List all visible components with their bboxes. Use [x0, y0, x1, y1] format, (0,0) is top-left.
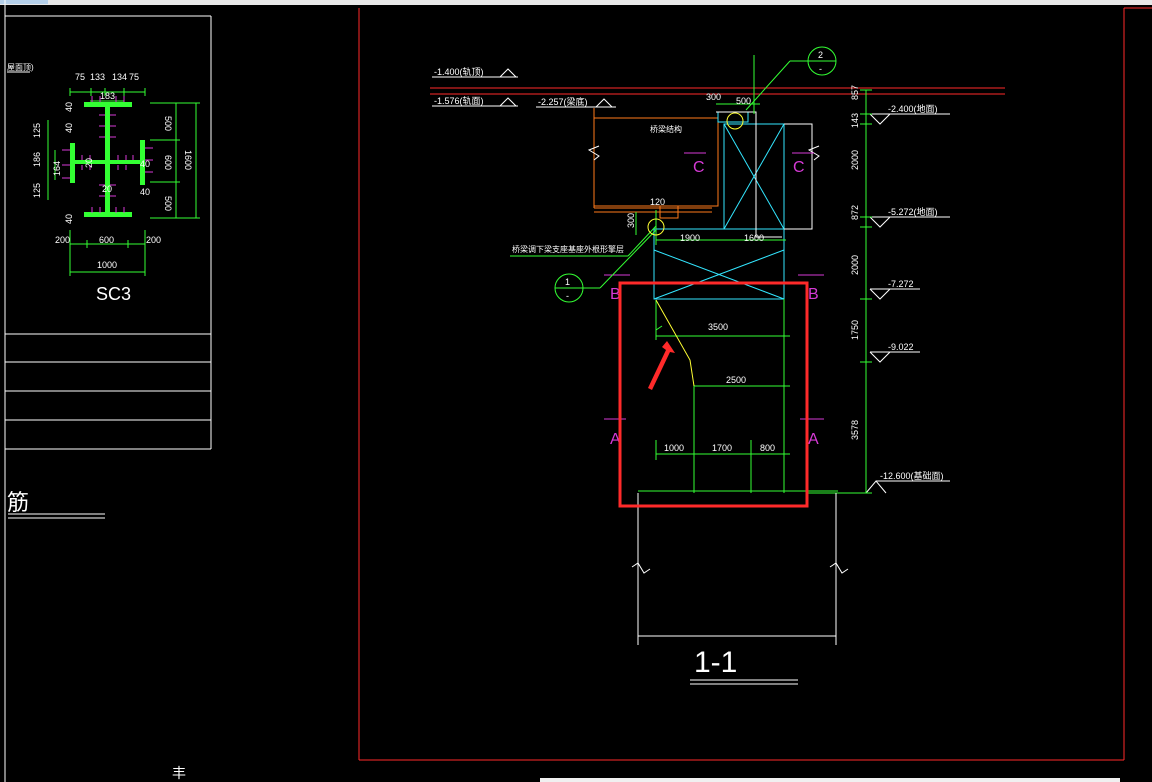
sc3-left-dim-2: 186 [32, 152, 42, 167]
level-label-4: -2.400(地面) [888, 103, 938, 114]
section-1-1-drawing: -1.400(轨顶) -1.576(轨面) -2.257(梁底) -2.400(… [432, 46, 950, 685]
right-dim-4: 872 [850, 205, 860, 220]
section-title: 1-1 [694, 646, 737, 679]
sc3-small-dim-3: 20 [84, 158, 94, 168]
bridge-structure-label: 桥梁结构 [650, 124, 682, 134]
sc3-small-dim-7: 40 [140, 159, 150, 169]
sc3-title-fragment: 屋面顶) [7, 63, 34, 72]
highlight-arrow [648, 341, 675, 390]
bottom-dim-3: 800 [760, 443, 775, 453]
level-label-8: -12.600(基础面) [880, 470, 944, 481]
sc3-top-dim-2: 133 [90, 72, 105, 82]
cursor-glyph: 丰 [172, 765, 186, 781]
section-mark-b-right: B [808, 286, 819, 303]
sc3-left-dim-1: 125 [32, 123, 42, 138]
callout-2-number: 2 [818, 50, 823, 60]
level-label-1: -1.400(轨顶) [434, 66, 484, 77]
right-dim-5: 2000 [850, 255, 860, 275]
section-mark-b-left: B [610, 286, 621, 303]
bottom-dim-2: 1700 [712, 443, 732, 453]
sc3-panel [4, 0, 212, 782]
sc3-right-dim-2: 600 [163, 155, 173, 170]
sc3-right-dim-1: 500 [163, 116, 173, 131]
width-dim-2500: 2500 [726, 375, 746, 385]
sc3-left-dim-3: 125 [32, 183, 42, 198]
section-mark-c-left: C [693, 159, 705, 176]
horizontal-scrollbar[interactable] [540, 778, 1120, 782]
section-mark-a-right: A [808, 431, 819, 448]
sc3-top-sub-dim: 183 [100, 91, 115, 101]
height-dim-300: 300 [626, 213, 636, 228]
width-dim-3500: 3500 [708, 322, 728, 332]
pier-structure [653, 112, 785, 300]
window-top-edge [0, 0, 1152, 5]
right-dim-2: 143 [850, 113, 860, 128]
width-dim-1600: 1600 [744, 233, 764, 243]
sc3-studs [62, 96, 153, 213]
sc3-caption: SC3 [96, 284, 131, 304]
width-dim-120: 120 [650, 197, 665, 207]
sc3-small-dim-6: 20 [102, 184, 112, 194]
sc3-bottom-total: 1000 [97, 260, 117, 270]
level-label-6: -7.272 [888, 279, 914, 289]
sc3-section-drawing: 75 133 134 75 183 200 600 200 1000 500 6… [32, 72, 200, 304]
bridge-beam-outline [593, 108, 719, 219]
bearing-note: 桥梁调下梁支座基座外根形擎层 [512, 244, 624, 254]
level-label-7: -9.022 [888, 342, 914, 352]
width-dim-300: 300 [706, 92, 721, 102]
sc3-bottom-dim-2: 600 [99, 235, 114, 245]
width-dim-500: 500 [736, 96, 751, 106]
sc3-top-dim-3: 134 [112, 72, 127, 82]
right-dim-1: 857 [850, 85, 860, 100]
foundation-continuation [631, 493, 849, 685]
sc3-right-total: 1600 [183, 150, 193, 170]
sc3-bottom-dim-3: 200 [146, 235, 161, 245]
highlight-box [618, 281, 809, 508]
level-label-2: -1.576(轨面) [434, 95, 484, 106]
callout-1-sub: - [566, 291, 569, 301]
sc3-small-dim-1: 40 [64, 102, 74, 112]
rebar-label: 筋 [7, 490, 29, 515]
width-dim-1900: 1900 [680, 233, 700, 243]
right-dim-3: 2000 [850, 150, 860, 170]
level-label-3: -2.257(梁底) [538, 96, 588, 107]
tab-indicator[interactable] [0, 0, 48, 4]
sc3-right-dim-3: 500 [163, 196, 173, 211]
sc3-small-dim-4: 40 [140, 187, 150, 197]
drawing-frame [358, 7, 1152, 761]
section-mark-a-left: A [610, 431, 621, 448]
sc3-small-dim-2: 40 [64, 123, 74, 133]
callout-1-number: 1 [565, 277, 570, 287]
callout-2-sub: - [819, 64, 822, 74]
sc3-left-sub: 164 [52, 161, 62, 176]
section-mark-c-right: C [793, 159, 805, 176]
level-label-5: -5.272(地面) [888, 206, 938, 217]
sc3-top-dim-4: 75 [129, 72, 139, 82]
sc3-bottom-dim-1: 200 [55, 235, 70, 245]
right-dim-6: 1750 [850, 320, 860, 340]
sc3-small-dim-5: 40 [64, 214, 74, 224]
right-dim-7: 3578 [850, 420, 860, 440]
sc3-top-dim-1: 75 [75, 72, 85, 82]
bottom-dim-1: 1000 [664, 443, 684, 453]
